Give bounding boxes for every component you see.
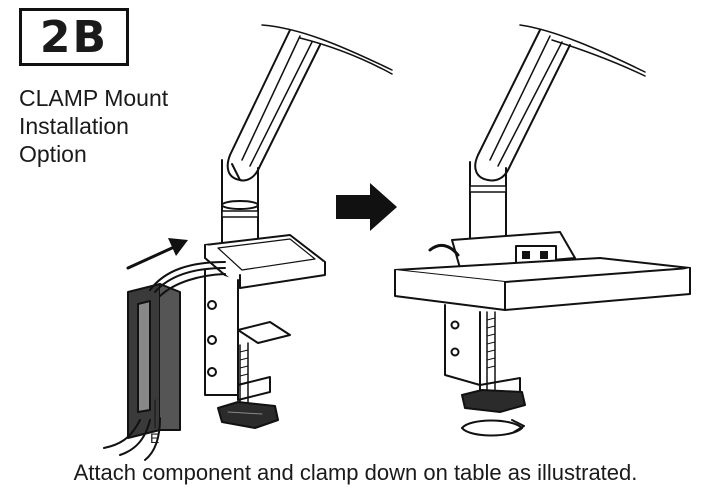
right-figure bbox=[394, 24, 691, 437]
transition-arrow bbox=[336, 183, 397, 231]
title-line-3: Option bbox=[19, 141, 87, 167]
title-line-2: Installation bbox=[19, 113, 129, 139]
left-figure bbox=[103, 24, 393, 461]
step-badge: 2B bbox=[19, 8, 129, 66]
callout-e: E bbox=[150, 430, 160, 446]
step-label: 2B bbox=[39, 11, 109, 63]
title-line-1: CLAMP Mount bbox=[19, 85, 169, 111]
instruction-caption: Attach component and clamp down on table… bbox=[73, 460, 638, 485]
section-title: CLAMP Mount Installation Option bbox=[19, 84, 168, 168]
